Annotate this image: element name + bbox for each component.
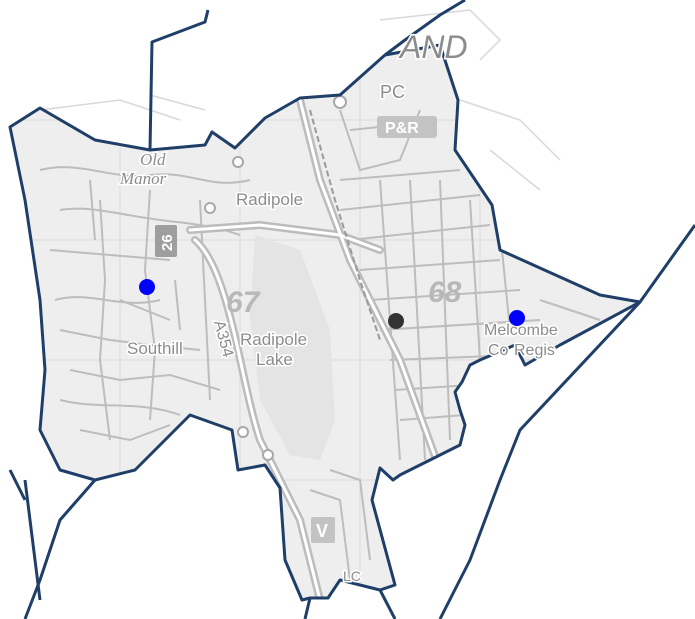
v-label: V [316,521,328,541]
outside-basemap [39,9,561,191]
southill-marker[interactable] [139,279,155,295]
pc-label: PC [380,82,405,102]
old-manor-bottom-label: Manor [119,169,167,188]
melcombe-marker[interactable] [509,310,525,326]
radipole-label: Radipole [236,190,303,209]
region-partial-label: AND [398,29,468,65]
radipole-lake-label-1: Radipole [240,330,307,349]
southill-label: Southill [127,339,183,358]
melcombe-regis-label-2: Regis [514,342,555,359]
central-marker[interactable] [388,313,404,329]
ward-boundary [8,43,642,602]
v-badge: V [311,517,335,543]
grid-68-label: 68 [428,276,462,309]
melcombe-regis-label-1: Melcombe [484,322,558,339]
route-26-label: 26 [159,234,176,251]
radipole-lake-label-2: Lake [256,350,293,369]
co-label: Co [488,342,509,359]
grid-67-label: 67 [226,286,261,319]
park-and-ride-badge: P&R [377,116,437,138]
outer-boundaries [8,0,695,619]
old-manor-top-label: Old [140,150,166,169]
route-26-badge: 26 [155,225,177,257]
lc-label: LC [343,568,361,584]
park-and-ride-label: P&R [385,120,419,137]
